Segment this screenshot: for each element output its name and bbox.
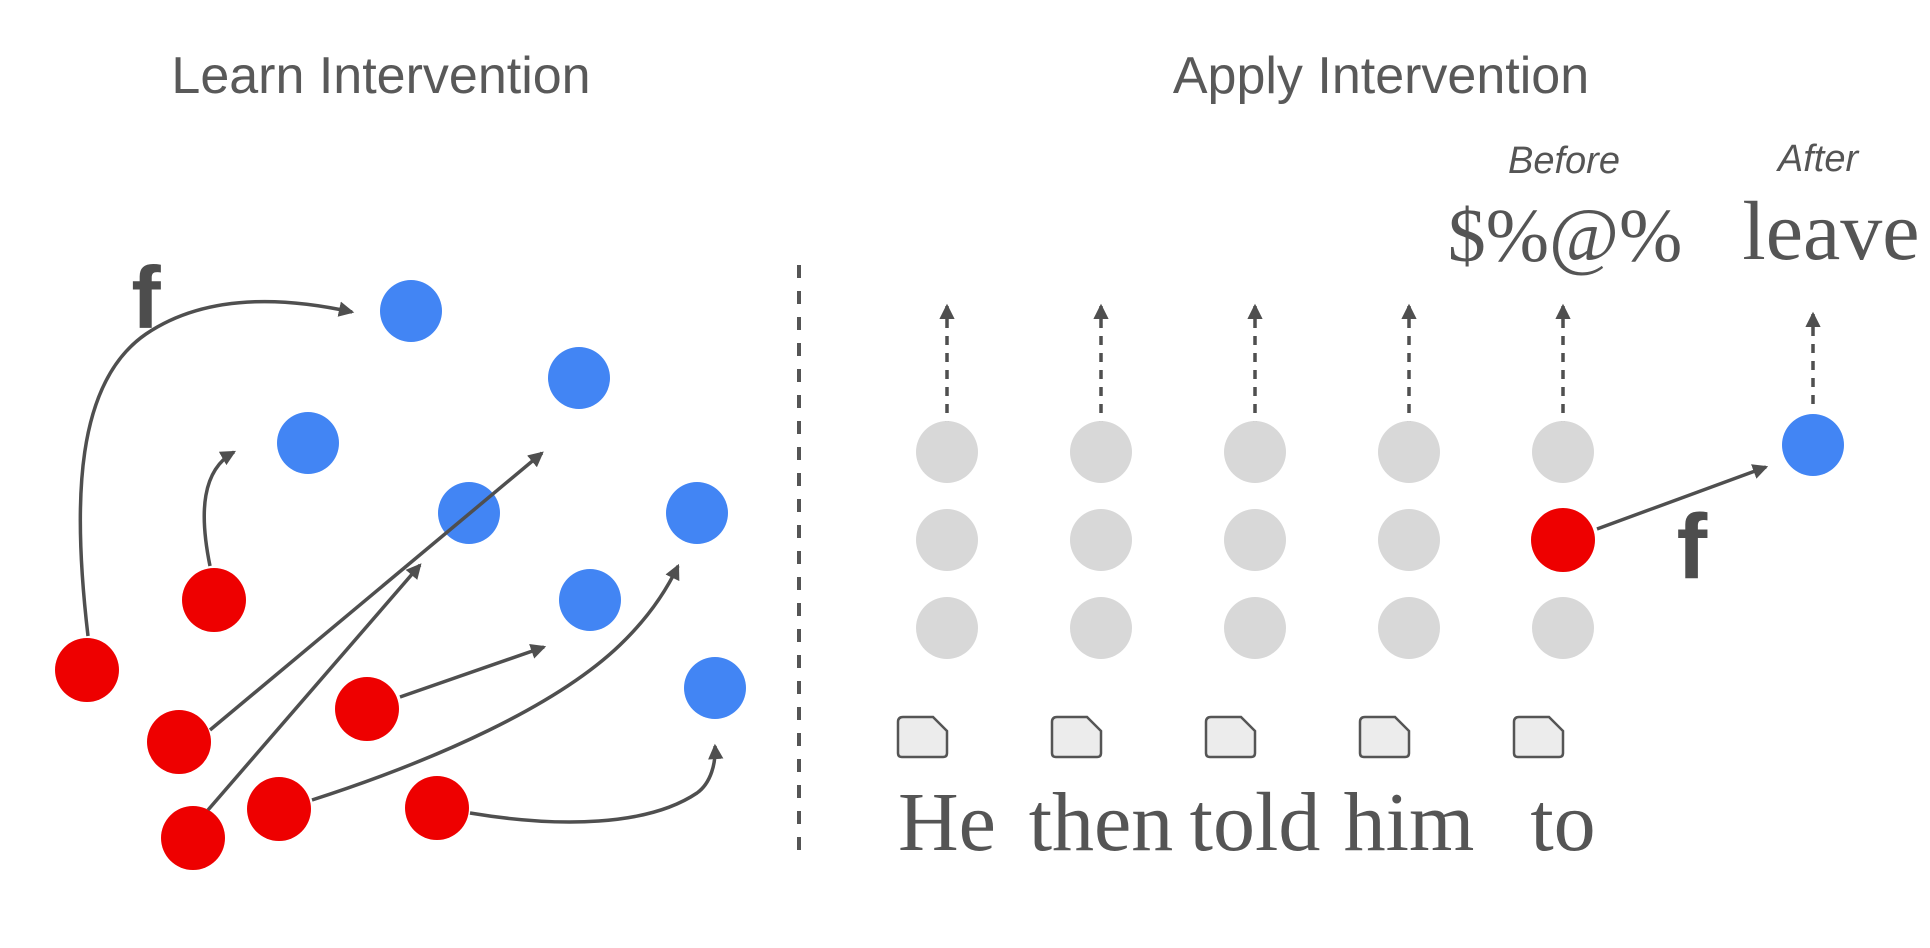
after-label: After [1776, 138, 1860, 180]
activation-dot [1378, 421, 1440, 483]
mapping-arrow [469, 743, 724, 824]
learn-blue-dot [548, 347, 610, 409]
token-word: He [898, 776, 996, 869]
activation-dot [1532, 597, 1594, 659]
token-box [896, 715, 949, 759]
learn-panel-title: Learn Intervention [171, 47, 590, 105]
learn-red-dot [161, 806, 225, 870]
learn-panel: Learn Intervention f [55, 47, 746, 870]
mapping-arrow [202, 450, 237, 567]
learn-blue-dot [666, 482, 728, 544]
activation-dot [1070, 509, 1132, 571]
before-output: $%@% [1448, 194, 1683, 278]
apply-panel-title: Apply Intervention [1173, 47, 1589, 105]
learn-blue-dot [380, 280, 442, 342]
activation-dot [1224, 421, 1286, 483]
learn-red-dot [147, 710, 211, 774]
token-word: him [1344, 776, 1475, 869]
mapping-arrow [206, 563, 422, 812]
token-word: then [1029, 776, 1174, 869]
activation-dot [1532, 421, 1594, 483]
learn-blue-dot [277, 412, 339, 474]
apply-panel: Apply Intervention Before After $%@% lea… [896, 47, 1920, 869]
activation-dot [916, 421, 978, 483]
learn-red-dot [405, 776, 469, 840]
activation-dot [916, 509, 978, 571]
mapping-arrow [311, 563, 680, 802]
token-box [1050, 715, 1103, 759]
activation-dot [1070, 421, 1132, 483]
intervened-activation-dot [1782, 414, 1844, 476]
learn-blue-dot [559, 569, 621, 631]
apply-function-label: f [1677, 496, 1708, 598]
activation-dot [1070, 597, 1132, 659]
learn-red-dot [247, 777, 311, 841]
intervention-arrow [1596, 464, 1769, 531]
token-box [1204, 715, 1257, 759]
learn-red-dot [55, 638, 119, 702]
mapping-arrow [399, 644, 547, 699]
activation-dot [1224, 597, 1286, 659]
token-box [1512, 715, 1565, 759]
token-box [1358, 715, 1411, 759]
activation-dot [916, 597, 978, 659]
source-activation-dot [1531, 508, 1595, 572]
learn-blue-dot [684, 657, 746, 719]
mapping-arrow [78, 299, 355, 637]
token-word: told [1190, 776, 1321, 869]
mapping-arrow [208, 451, 544, 732]
activation-dot [1378, 509, 1440, 571]
learn-red-dot [182, 568, 246, 632]
before-label: Before [1508, 140, 1620, 182]
after-output: leave [1742, 185, 1919, 278]
activation-dot [1224, 509, 1286, 571]
token-word: to [1530, 776, 1595, 869]
learn-red-dot [335, 677, 399, 741]
activation-dot [1378, 597, 1440, 659]
learn-function-label: f [131, 248, 161, 347]
